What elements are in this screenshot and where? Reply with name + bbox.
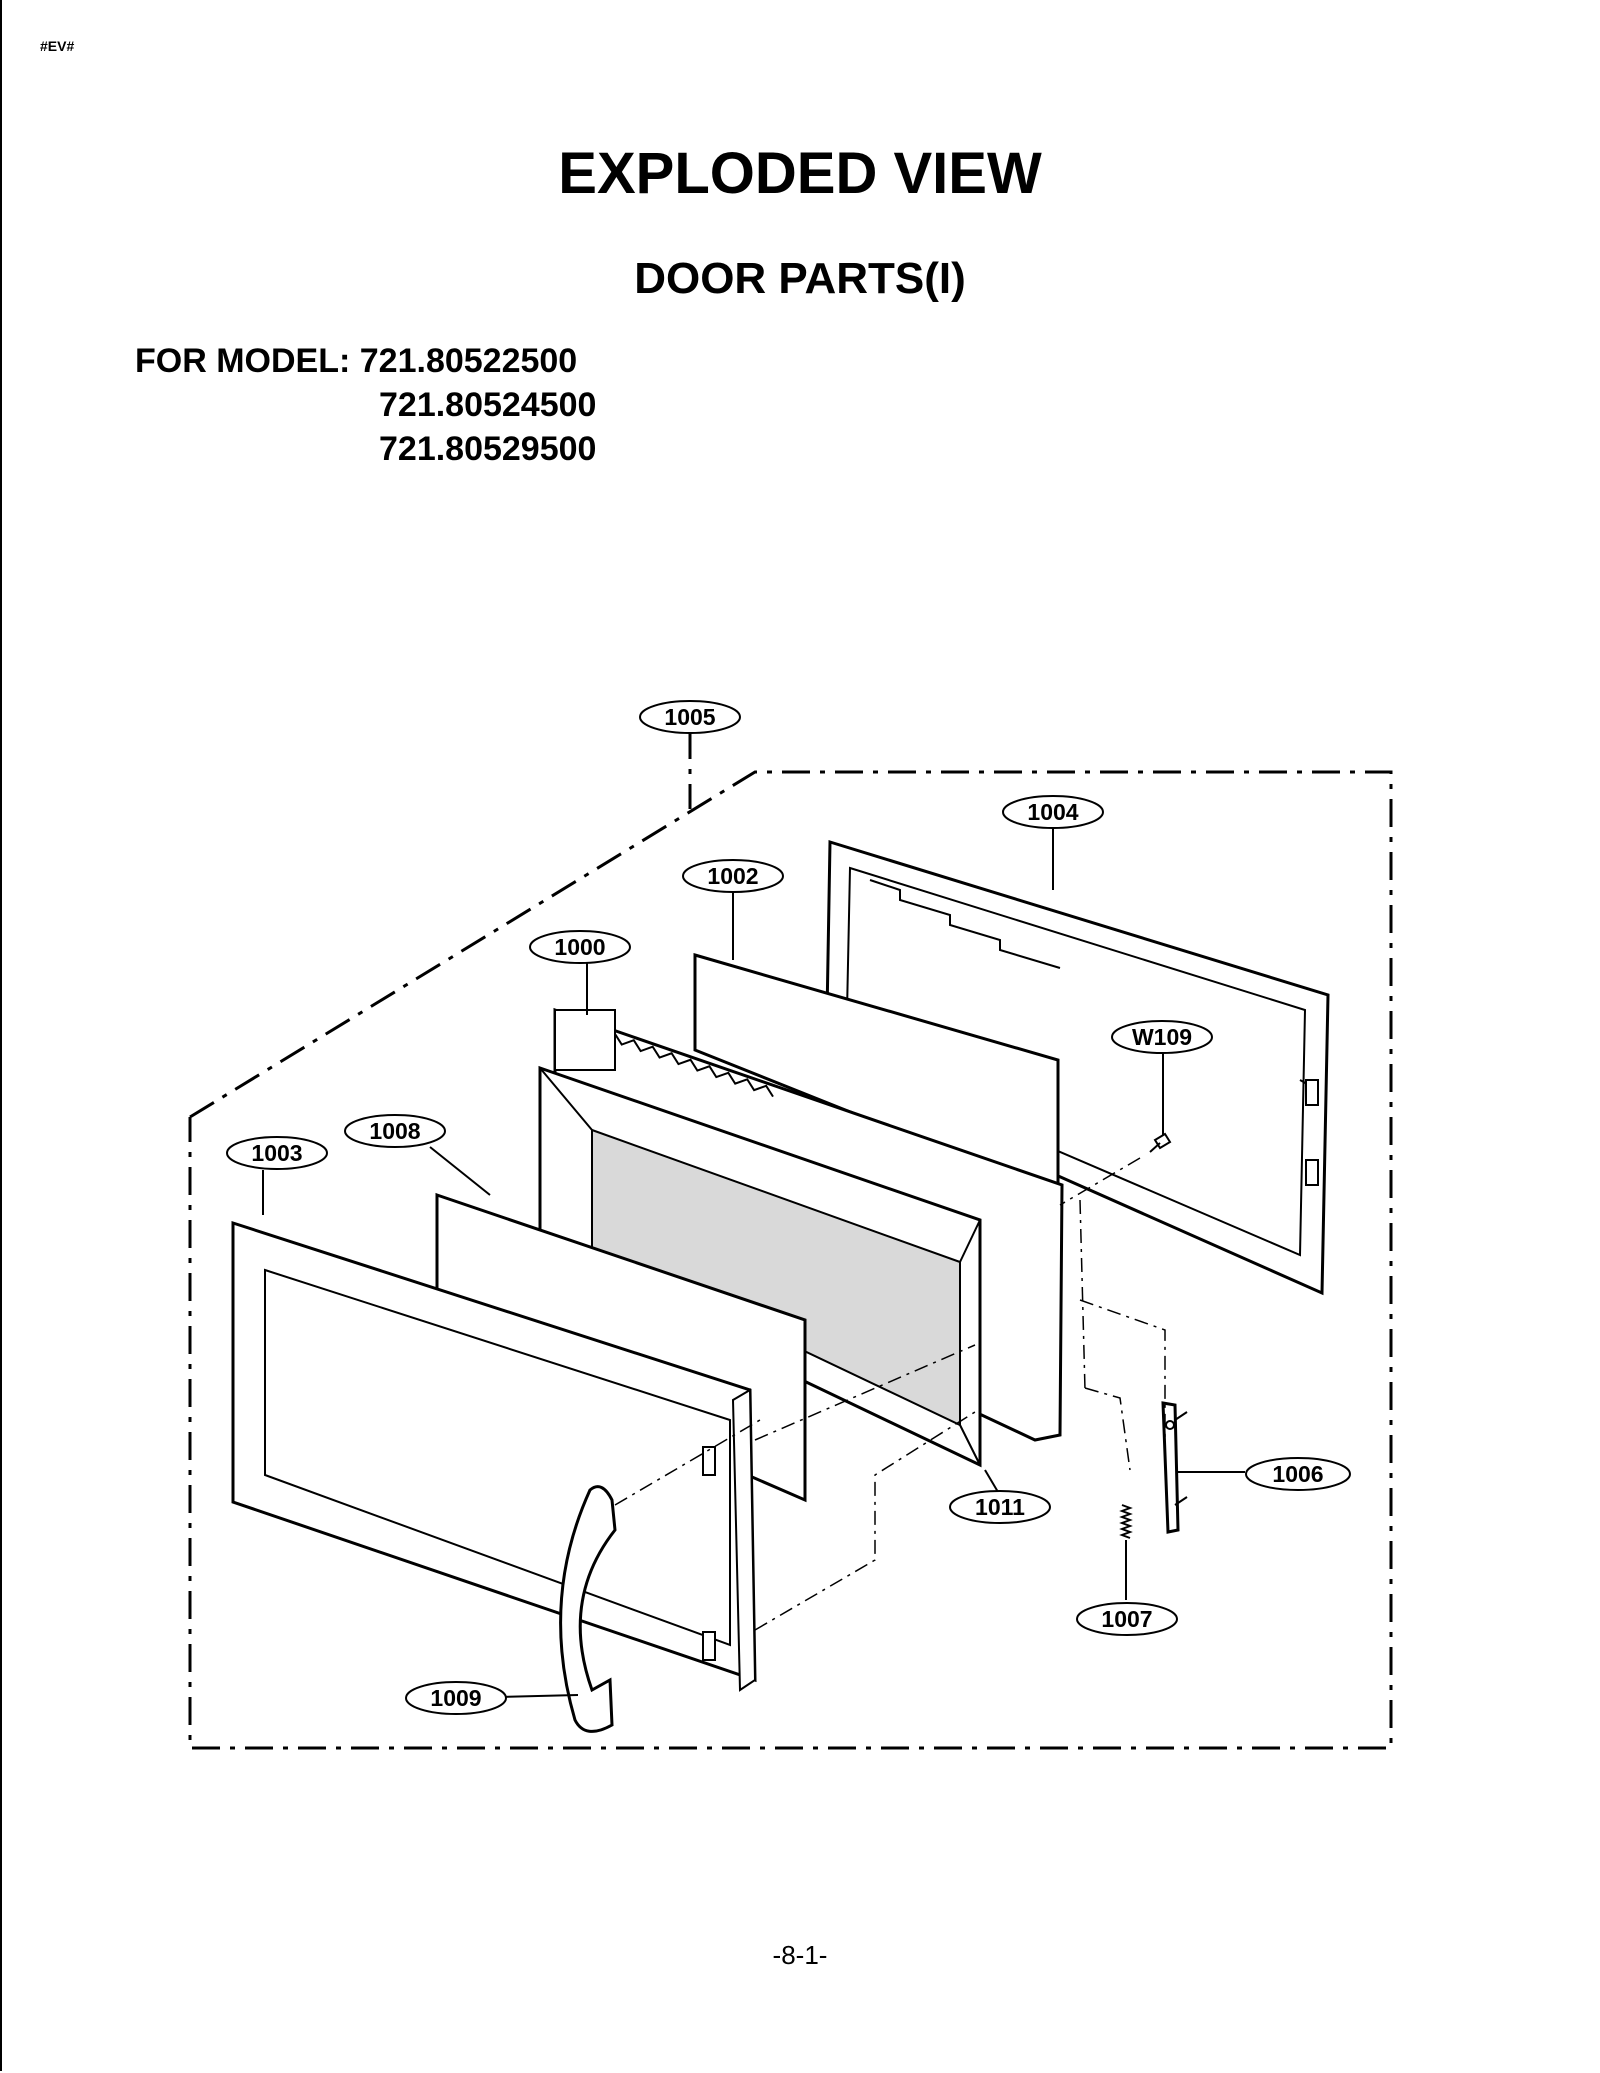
callout-1007: 1007 [1076, 1602, 1178, 1636]
leader-lines [262, 827, 1245, 1698]
svg-text:1008: 1008 [369, 1118, 420, 1144]
callout-1000: 1000 [529, 930, 631, 964]
model-label: FOR MODEL: 721.80522500 [135, 342, 577, 381]
callout-1011: 1011 [949, 1490, 1051, 1524]
svg-text:1002: 1002 [707, 863, 758, 889]
part-1007-spring [1119, 1504, 1133, 1539]
part-1003-door-panel [231, 1220, 757, 1692]
document-tag: #EV# [40, 38, 75, 54]
part-1011-door-frame [538, 1065, 982, 1468]
callout-w109: W109 [1111, 1020, 1213, 1054]
callout-1009: 1009 [405, 1681, 507, 1715]
svg-text:1003: 1003 [251, 1140, 302, 1166]
svg-text:1006: 1006 [1272, 1461, 1323, 1487]
svg-text:1005: 1005 [664, 704, 715, 730]
model-label-text: FOR MODEL: [135, 342, 351, 380]
page-title: EXPLODED VIEW [558, 141, 1042, 206]
svg-text:1009: 1009 [430, 1685, 481, 1711]
assembly-lines [614, 1157, 1166, 1631]
svg-text:1011: 1011 [975, 1494, 1025, 1520]
callout-1002: 1002 [682, 859, 784, 893]
callout-1005: 1005 [639, 700, 741, 734]
assembly-boundary [188, 731, 1393, 1750]
part-1006-latch [1161, 1401, 1188, 1534]
callout-1003: 1003 [226, 1136, 328, 1170]
callout-1006: 1006 [1245, 1457, 1351, 1491]
model-number-2: 721.80524500 [379, 386, 597, 424]
svg-text:1004: 1004 [1027, 799, 1078, 825]
model-number-3: 721.80529500 [379, 430, 597, 468]
svg-text:1000: 1000 [554, 934, 605, 960]
part-w109-screw [1149, 1132, 1172, 1153]
callout-1008: 1008 [344, 1114, 446, 1148]
svg-text:1007: 1007 [1101, 1606, 1152, 1632]
page-subtitle: DOOR PARTS(I) [634, 254, 966, 303]
svg-text:W109: W109 [1132, 1024, 1192, 1050]
part-1009-handle [559, 1485, 617, 1733]
page-number: -8-1- [772, 1940, 828, 1970]
callout-1004: 1004 [1002, 795, 1104, 829]
model-number-1: 721.80522500 [359, 342, 578, 380]
